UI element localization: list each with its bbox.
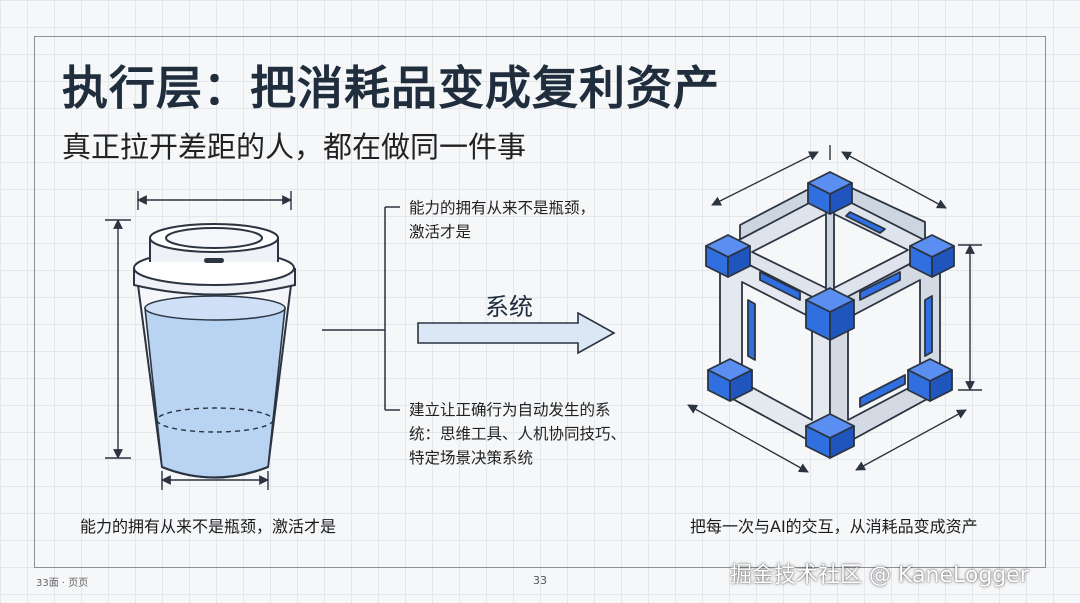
system-note: 建立让正确行为自动发生的系 统：思维工具、人机协同技巧、 特定场景决策系统 <box>409 398 626 470</box>
cup-caption: 能力的拥有从来不是瓶颈，激活才是 <box>80 517 337 536</box>
activation-note-line-1: 能力的拥有从来不是瓶颈， <box>409 199 596 217</box>
watermark: 掘金技术社区 @ KaneLogger <box>730 563 1029 588</box>
activation-note-line-2: 激活才是 <box>409 223 472 241</box>
footer-left-text: 33面 · 页页 <box>36 578 89 589</box>
slide-frame <box>34 36 1046 568</box>
slide-title: 执行层：把消耗品变成复利资产 <box>62 61 720 115</box>
cube-caption: 把每一次与AI的交互，从消耗品变成资产 <box>690 517 978 536</box>
coffee-cup-icon <box>133 223 296 479</box>
bracket-lines <box>322 206 400 411</box>
slide-subtitle: 真正拉开差距的人，都在做同一件事 <box>62 130 527 164</box>
cube-dimension-lines <box>687 145 982 473</box>
system-arrow <box>417 311 616 355</box>
system-label: 系统 <box>485 293 533 321</box>
activation-note: 能力的拥有从来不是瓶颈， 激活才是 <box>409 196 595 244</box>
system-note-line-2: 统：思维工具、人机协同技巧、 <box>409 425 627 443</box>
page-number: 33 <box>533 574 547 587</box>
cube-lattice-icon <box>705 171 955 459</box>
system-note-line-3: 特定场景决策系统 <box>409 449 534 467</box>
system-note-line-1: 建立让正确行为自动发生的系 <box>409 401 611 419</box>
cup-dimension-lines <box>105 191 292 490</box>
